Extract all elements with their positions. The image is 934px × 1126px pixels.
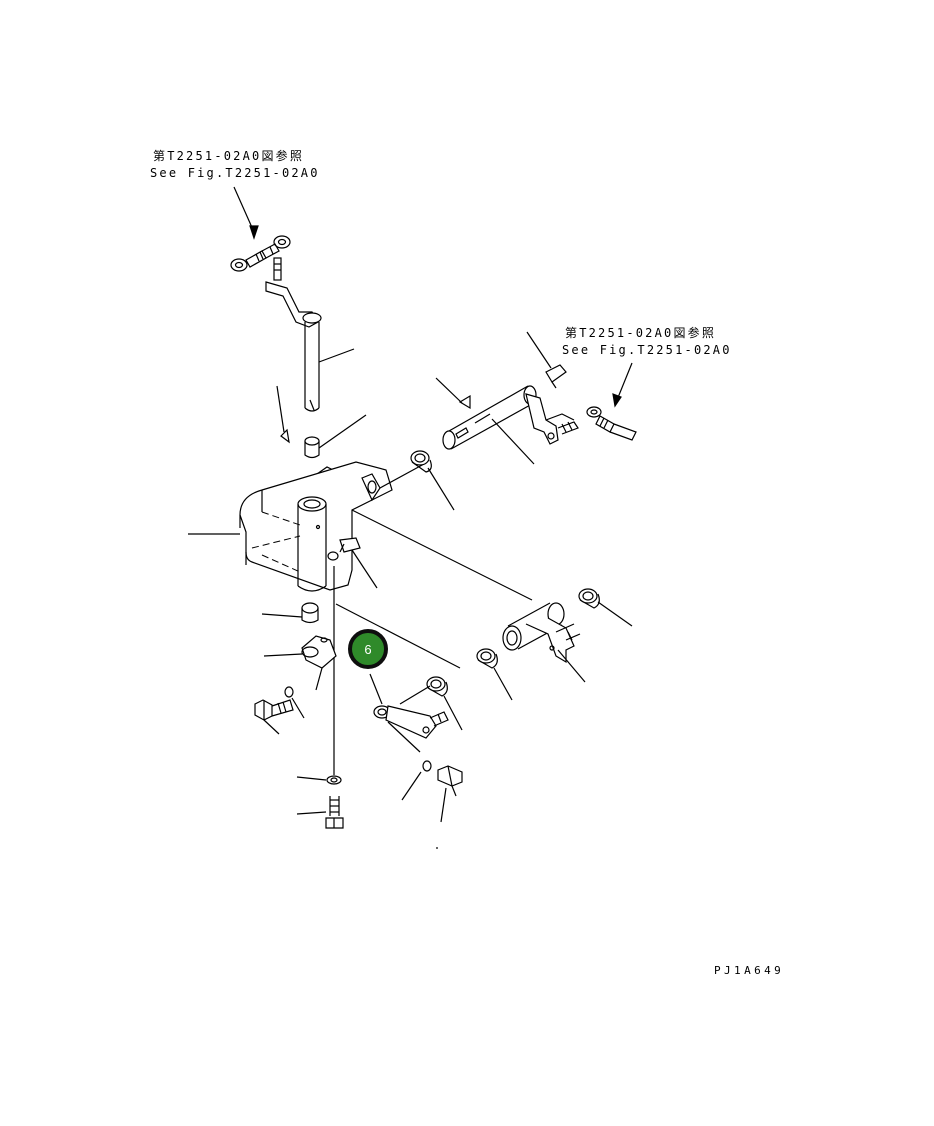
bushing-upper-small xyxy=(304,414,367,459)
lower-lever xyxy=(369,673,449,753)
bolt-left xyxy=(254,699,294,735)
bolt-lower-right xyxy=(436,765,463,849)
reference-arrow-right xyxy=(612,362,633,408)
bushing-lower-right-mid xyxy=(476,648,513,701)
rod-end-top-left xyxy=(230,235,291,272)
reference-note-en-right: See Fig.T2251-02A0 xyxy=(562,343,732,357)
lever-shaft-upper xyxy=(265,257,355,444)
bushing-lower-center xyxy=(426,676,463,731)
bracket-housing xyxy=(188,461,425,591)
rod-end-right xyxy=(586,406,637,441)
reference-note-jp-right: 第T2251-02A0図参照 xyxy=(565,326,717,340)
washer-left xyxy=(284,686,305,719)
leader-lower xyxy=(335,603,461,669)
housing-tube xyxy=(297,496,335,775)
upper-shaft xyxy=(435,331,579,465)
bolt-side xyxy=(327,537,378,589)
lower-shaft xyxy=(502,602,586,683)
leader-cross xyxy=(351,509,533,601)
clamp-lever-left xyxy=(263,635,337,691)
washer-lower-right xyxy=(401,760,432,801)
bushing-upper-right xyxy=(410,450,455,511)
bolt-bottom xyxy=(296,796,344,829)
drawing-id: PJ1A649 xyxy=(714,964,785,977)
bushing-lower-right-top xyxy=(578,588,633,627)
reference-note-en-top-left: See Fig.T2251-02A0 xyxy=(150,166,320,180)
part-callout-number: 6 xyxy=(364,641,372,657)
bushing-left-lower xyxy=(261,602,319,624)
reference-arrow-top-left xyxy=(233,186,259,240)
reference-note-jp-top-left: 第T2251-02A0図参照 xyxy=(153,149,305,163)
part-callout-badge[interactable]: 6 xyxy=(348,629,388,669)
washer-bottom xyxy=(296,775,342,785)
